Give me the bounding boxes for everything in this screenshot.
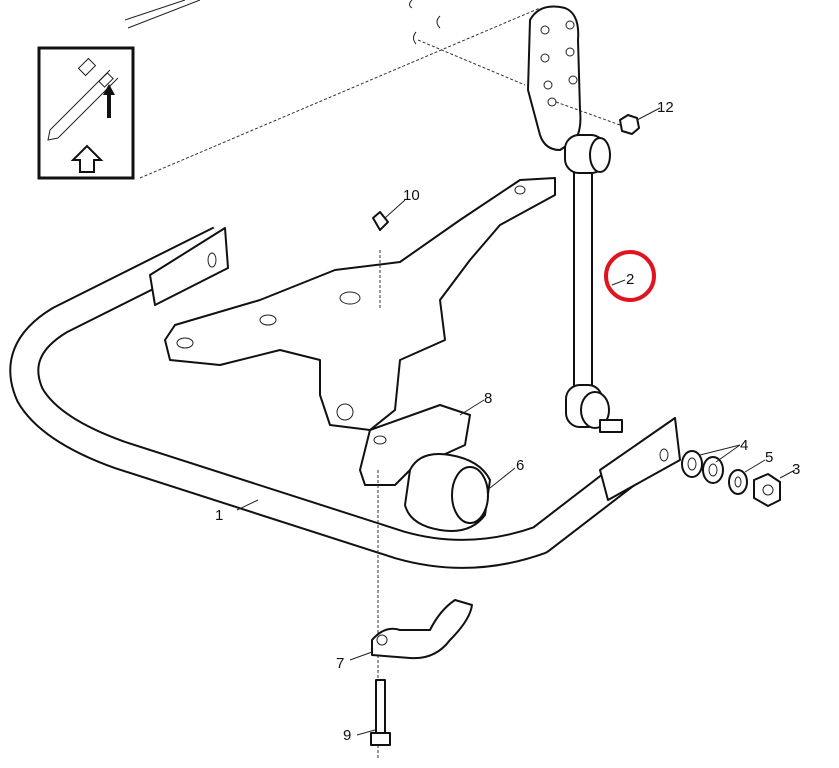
highlight-circle — [604, 250, 656, 302]
callout-8: 8 — [484, 390, 492, 407]
bolt — [370, 679, 391, 746]
subframe-crossmember — [164, 177, 556, 431]
orientation-inset — [37, 46, 135, 180]
nut-12 — [619, 114, 640, 135]
bushing — [404, 453, 491, 532]
stabilizer-link — [564, 134, 623, 433]
clamp-lower — [371, 599, 473, 660]
callout-10: 10 — [403, 187, 420, 204]
callout-6: 6 — [516, 457, 524, 474]
callout-7: 7 — [336, 655, 344, 672]
callout-12: 12 — [657, 99, 674, 116]
upper-mount-bracket — [527, 5, 582, 151]
callout-9: 9 — [343, 727, 351, 744]
callout-1: 1 — [215, 507, 223, 524]
callout-5: 5 — [765, 449, 773, 466]
callout-4: 4 — [740, 437, 748, 454]
front-arrow-icon — [70, 144, 104, 173]
stabilizer-bar — [9, 226, 681, 569]
clip-10 — [372, 211, 389, 231]
clamp-upper — [359, 404, 471, 486]
callout-3: 3 — [792, 461, 800, 478]
callout-2: 2 — [626, 271, 634, 288]
up-arrow-icon — [103, 84, 115, 118]
washers-and-nut — [681, 450, 781, 507]
